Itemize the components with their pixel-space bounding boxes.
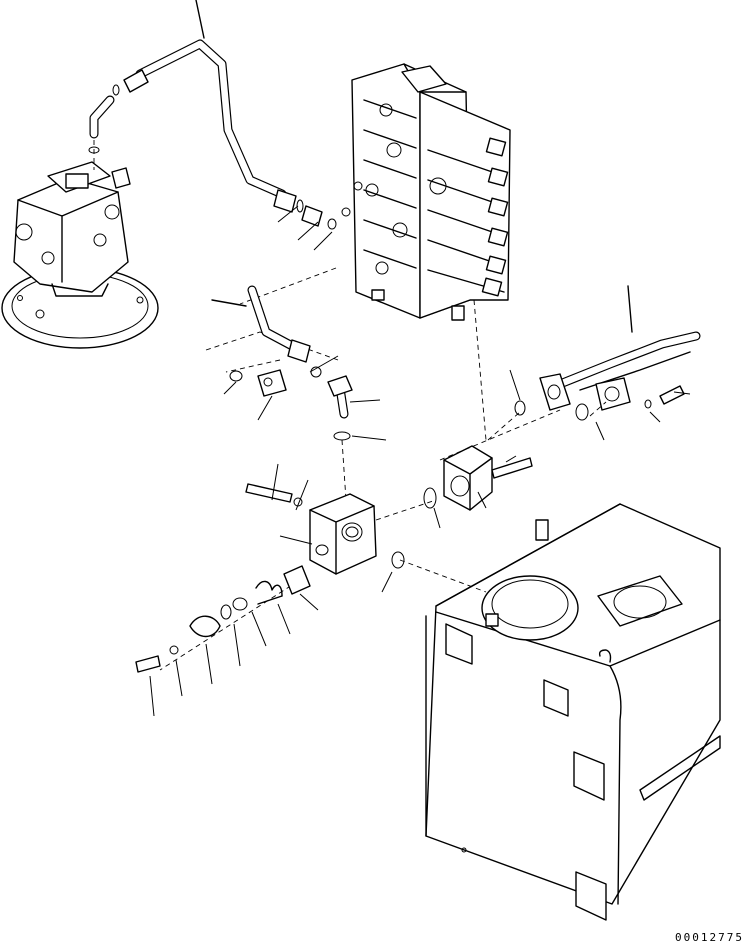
junction-block [376, 410, 560, 528]
leader-dashed [206, 332, 338, 360]
poppet-spring-parts [136, 566, 318, 716]
control-valve [342, 64, 510, 320]
hydraulic-tank [382, 504, 720, 920]
leader-dashed [474, 300, 486, 440]
leader-dashed [226, 360, 280, 372]
swing-motor [2, 162, 158, 348]
check-valve-block [246, 464, 376, 574]
return-hose-group [212, 290, 386, 500]
supply-hose [113, 0, 336, 250]
elbow-fitting-top [89, 100, 110, 170]
outlet-hose [488, 286, 696, 440]
drawing-code: 00012775 [675, 931, 744, 944]
